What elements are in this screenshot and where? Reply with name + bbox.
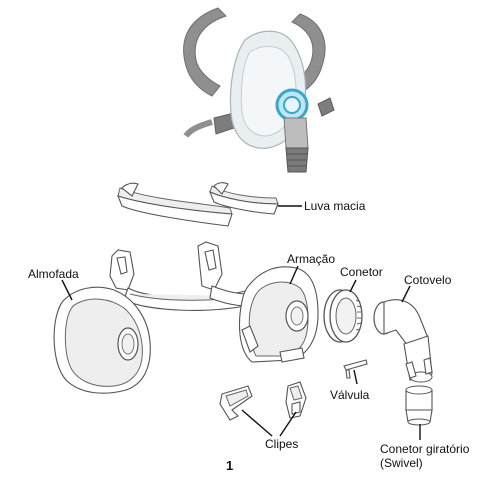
elbow-illustration: [374, 300, 432, 382]
label-valvula: Válvula: [330, 388, 370, 402]
label-conetor-giratorio: Conetor giratório: [380, 442, 470, 456]
connector-illustration: [324, 290, 362, 342]
label-conetor: Conetor: [340, 265, 383, 279]
swivel-connector-illustration: [406, 386, 432, 425]
label-swivel: (Swivel): [380, 456, 423, 470]
assembled-mask-illustration: [184, 8, 334, 172]
label-clipes: Clipes: [265, 437, 298, 451]
clips-illustration: [220, 382, 306, 420]
figure-number: 1: [226, 458, 233, 473]
label-cotovelo: Cotovelo: [404, 273, 452, 287]
label-armacao: Armação: [287, 252, 335, 266]
soft-sleeve-illustration: [118, 183, 278, 226]
label-almofada: Almofada: [28, 267, 79, 281]
label-luva-macia: Luva macia: [304, 199, 366, 213]
